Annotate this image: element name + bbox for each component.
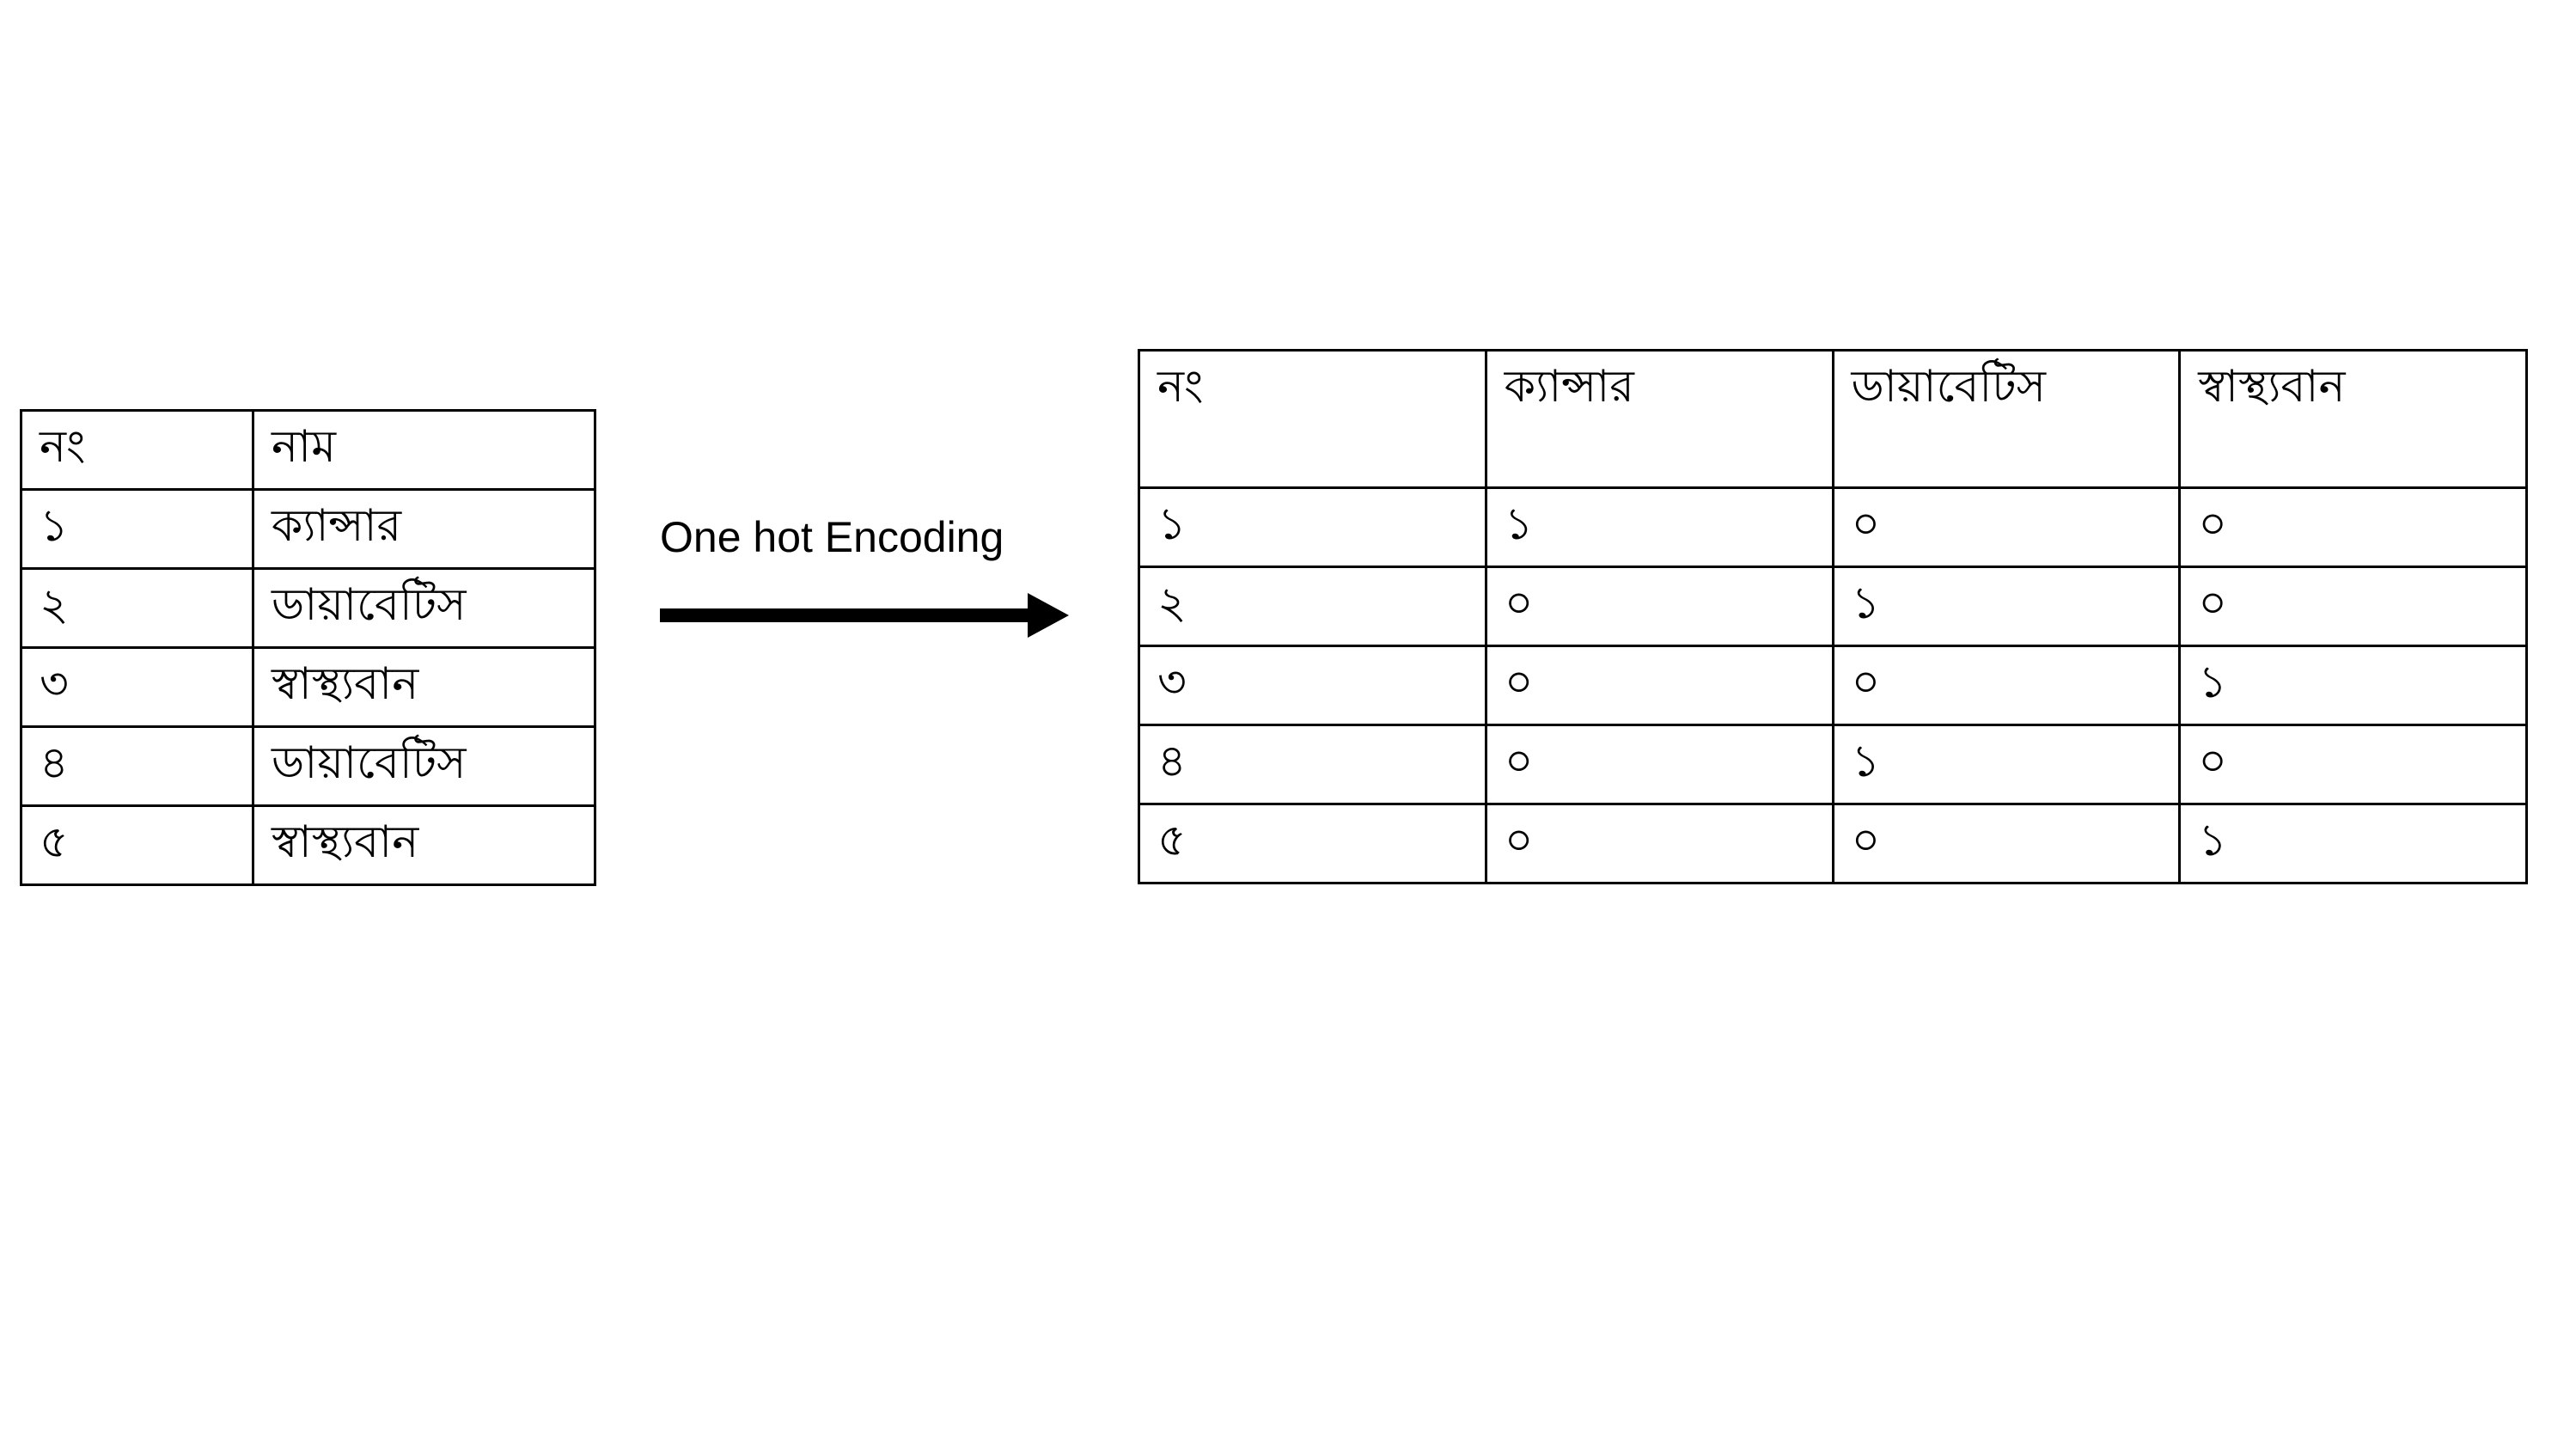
table-row: ১ ১ ০ ০ <box>1138 486 2528 568</box>
header-cell: নং <box>20 409 254 491</box>
header-cell: স্বাস্থ্যবান <box>2178 349 2528 489</box>
table-cell: ০ <box>1484 724 1834 805</box>
header-cell: নং <box>1138 349 1487 489</box>
table-cell: ১ <box>20 488 254 570</box>
header-cell: ডায়াবেটিস <box>1831 349 2182 489</box>
table-cell: ১ <box>1831 724 2182 805</box>
table-row: ৫ ০ ০ ১ <box>1138 803 2528 884</box>
table-cell: ৩ <box>1138 645 1487 726</box>
table-cell: ০ <box>1831 803 2182 884</box>
input-table: নং নাম ১ ক্যান্সার ২ ডায়াবেটিস ৩ স্বাস্… <box>20 409 596 886</box>
table-cell: ১ <box>2178 803 2528 884</box>
table-cell: ০ <box>1484 566 1834 647</box>
table-cell: ডায়াবেটিস <box>252 725 596 807</box>
table-cell: ডায়াবেটিস <box>252 567 596 649</box>
table-row: ৪ ডায়াবেটিস <box>20 725 596 807</box>
table-cell: ০ <box>1831 486 2182 568</box>
table-row: ২ ডায়াবেটিস <box>20 567 596 649</box>
table-cell: ০ <box>2178 566 2528 647</box>
table-cell: ১ <box>1831 566 2182 647</box>
table-cell: ক্যান্সার <box>252 488 596 570</box>
right-arrow-icon <box>660 593 1069 638</box>
table-cell: স্বাস্থ্যবান <box>252 646 596 728</box>
table-cell: ৫ <box>1138 803 1487 884</box>
table-cell: ২ <box>20 567 254 649</box>
table-cell: ০ <box>1831 645 2182 726</box>
table-cell: ৪ <box>1138 724 1487 805</box>
table-row: ৪ ০ ১ ০ <box>1138 724 2528 805</box>
table-cell: ৫ <box>20 804 254 886</box>
table-cell: ০ <box>2178 486 2528 568</box>
table-row: ৩ স্বাস্থ্যবান <box>20 646 596 728</box>
table-cell: ১ <box>1484 486 1834 568</box>
table-header-row: নং নাম <box>20 409 596 491</box>
table-cell: ১ <box>1138 486 1487 568</box>
table-row: ৫ স্বাস্থ্যবান <box>20 804 596 886</box>
table-cell: ০ <box>1484 645 1834 726</box>
table-row: ১ ক্যান্সার <box>20 488 596 570</box>
table-cell: ০ <box>2178 724 2528 805</box>
header-cell: ক্যান্সার <box>1484 349 1834 489</box>
table-header-row: নং ক্যান্সার ডায়াবেটিস স্বাস্থ্যবান <box>1138 349 2528 489</box>
encoded-table: নং ক্যান্সার ডায়াবেটিস স্বাস্থ্যবান ১ ১… <box>1138 349 2528 884</box>
table-row: ২ ০ ১ ০ <box>1138 566 2528 647</box>
table-cell: ৩ <box>20 646 254 728</box>
table-cell: ৪ <box>20 725 254 807</box>
table-cell: ২ <box>1138 566 1487 647</box>
table-cell: স্বাস্থ্যবান <box>252 804 596 886</box>
header-cell: নাম <box>252 409 596 491</box>
transform-label: One hot Encoding <box>660 513 1004 561</box>
table-cell: ১ <box>2178 645 2528 726</box>
table-row: ৩ ০ ০ ১ <box>1138 645 2528 726</box>
table-cell: ০ <box>1484 803 1834 884</box>
